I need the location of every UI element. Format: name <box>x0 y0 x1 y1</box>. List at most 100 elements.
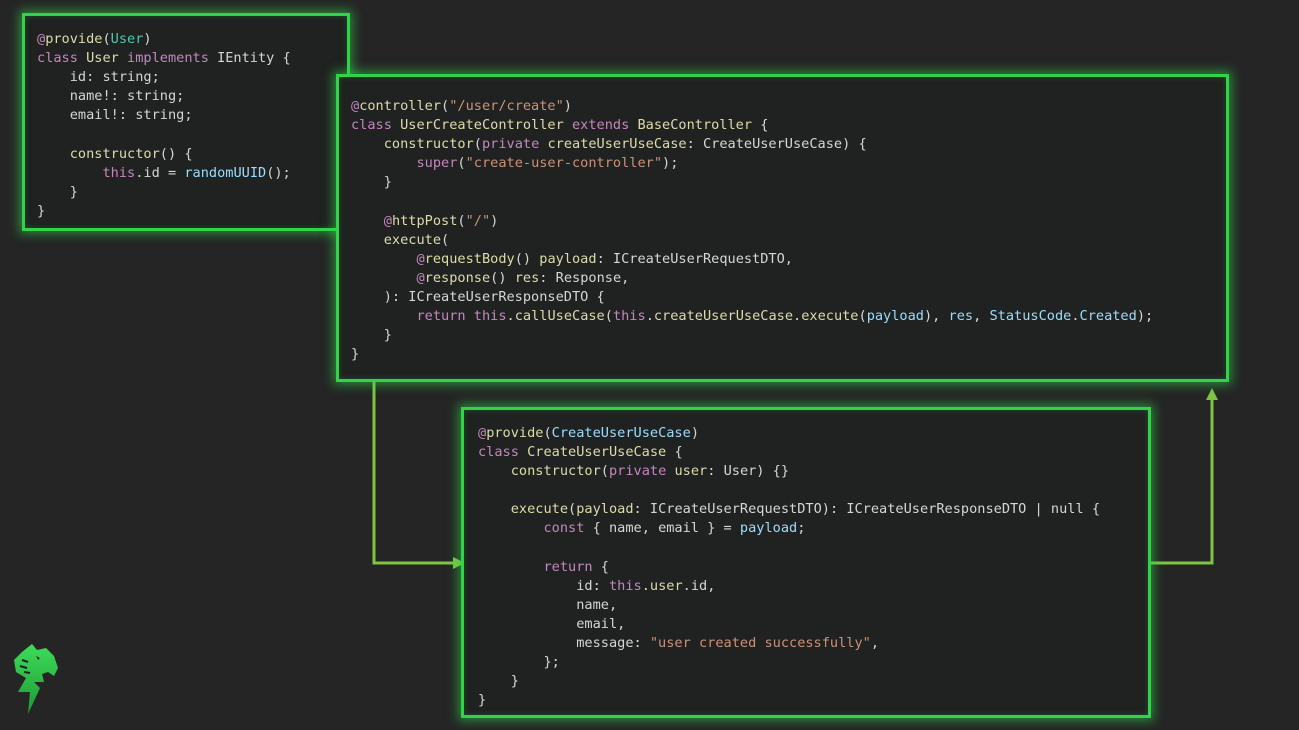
code-token: ): ICreateUserResponseDTO { <box>351 288 605 305</box>
code-token: payload <box>576 501 634 518</box>
code-token: . <box>641 577 650 594</box>
code-token: message: <box>478 635 650 652</box>
code-token: super <box>416 155 458 172</box>
code-token: "/" <box>465 212 491 229</box>
code-token: @ <box>37 31 46 47</box>
code-token: name, <box>478 596 618 613</box>
code-line: email!: string; <box>37 106 347 125</box>
user-create-controller-code-panel: @controller("/user/create")class UserCre… <box>336 74 1229 382</box>
horse-lightning-logo-icon <box>14 644 58 714</box>
code-token: @ <box>383 212 392 229</box>
code-token: return <box>543 558 601 575</box>
code-token: ); <box>1136 308 1154 325</box>
controller-to-usecase-connector <box>372 382 455 565</box>
code-line: } <box>351 326 1226 345</box>
code-token: execute <box>801 308 859 325</box>
code-token: ); <box>662 155 679 172</box>
code-token: StatusCode <box>989 308 1072 325</box>
code-line: }; <box>478 653 1148 672</box>
code-token: BaseController <box>637 117 761 134</box>
code-token: @ <box>351 98 360 114</box>
code-token: response <box>424 269 491 286</box>
code-token: CreateUserUseCase <box>527 444 675 461</box>
code-token: . <box>645 308 654 325</box>
code-token: { name, email } = <box>592 520 740 537</box>
code-token <box>351 308 416 324</box>
code-token: constructor <box>383 136 474 153</box>
code-token: { <box>674 444 683 461</box>
code-token: , <box>973 308 990 325</box>
code-line: } <box>478 672 1148 691</box>
code-line <box>351 192 1226 211</box>
code-line: } <box>478 691 1148 710</box>
code-token: ( <box>457 155 466 172</box>
code-token: } <box>478 692 487 709</box>
user-create-controller-code: @controller("/user/create")class UserCre… <box>351 97 1226 364</box>
code-line: name!: string; <box>37 87 347 106</box>
code-token: User <box>86 50 128 67</box>
code-token: ( <box>568 501 577 518</box>
code-token: } <box>351 346 360 363</box>
code-token: : ICreateUserRequestDTO, <box>596 250 793 267</box>
code-token <box>351 232 384 248</box>
code-line: @requestBody() payload: ICreateUserReque… <box>351 250 1226 269</box>
code-token: controller <box>359 98 442 114</box>
code-line: return this.callUseCase(this.createUserU… <box>351 307 1226 326</box>
code-token: ( <box>858 308 867 325</box>
code-token: @ <box>478 425 487 441</box>
code-token: @ <box>416 269 425 286</box>
code-token: return <box>416 308 474 325</box>
code-token: execute <box>510 501 569 518</box>
code-token: ( <box>604 308 613 325</box>
code-line: class UserCreateController extends BaseC… <box>351 116 1226 135</box>
code-token: ; <box>797 520 806 537</box>
code-token: { <box>600 558 609 575</box>
code-line: constructor() { <box>37 145 347 164</box>
user-entity-code-panel: @provide(User)class User implements IEnt… <box>22 13 350 231</box>
code-token: { <box>760 117 769 134</box>
code-token <box>351 213 384 229</box>
code-token: class <box>478 444 528 461</box>
code-token: .id, <box>682 577 716 594</box>
user-entity-code: @provide(User)class User implements IEnt… <box>37 30 347 221</box>
code-line <box>37 125 347 144</box>
code-line: } <box>351 345 1226 364</box>
code-token: () <box>514 250 540 267</box>
code-token: "create-user-controller" <box>465 155 663 172</box>
code-line: @response() res: Response, <box>351 269 1226 288</box>
code-token <box>478 559 543 575</box>
code-token: randomUUID <box>184 164 267 181</box>
code-line: } <box>351 173 1226 192</box>
code-token: (); <box>266 164 291 181</box>
code-line: class CreateUserUseCase { <box>478 443 1148 462</box>
code-token: payload <box>539 250 597 267</box>
code-token: "/user/create" <box>449 98 564 114</box>
code-token: res <box>514 269 540 286</box>
code-token: this <box>473 308 507 325</box>
code-token: ( <box>102 31 111 47</box>
code-line: @provide(User) <box>37 30 347 49</box>
code-token: ) <box>563 98 572 114</box>
code-token: createUserUseCase <box>547 136 687 153</box>
code-token: () { <box>159 145 193 162</box>
code-token: .id = <box>135 164 185 181</box>
code-token: constructor <box>510 463 601 480</box>
code-token: private <box>608 463 675 480</box>
code-line: name, <box>478 596 1148 615</box>
code-token: res <box>948 308 974 325</box>
code-token <box>351 251 416 267</box>
create-user-usecase-code: @provide(CreateUserUseCase)class CreateU… <box>478 424 1148 710</box>
code-token: this <box>608 577 642 594</box>
code-token: } <box>37 202 46 219</box>
code-line: const { name, email } = payload; <box>478 519 1148 538</box>
code-token: "user created successfully" <box>649 635 871 652</box>
code-token: } <box>351 174 392 191</box>
code-token: email!: string; <box>37 107 193 124</box>
code-line: message: "user created successfully", <box>478 634 1148 653</box>
code-token: }; <box>478 654 560 671</box>
code-token: callUseCase <box>514 308 605 325</box>
code-token: extends <box>571 117 638 134</box>
code-line: } <box>37 202 347 221</box>
code-token: name!: string; <box>37 88 185 105</box>
code-line <box>478 481 1148 500</box>
